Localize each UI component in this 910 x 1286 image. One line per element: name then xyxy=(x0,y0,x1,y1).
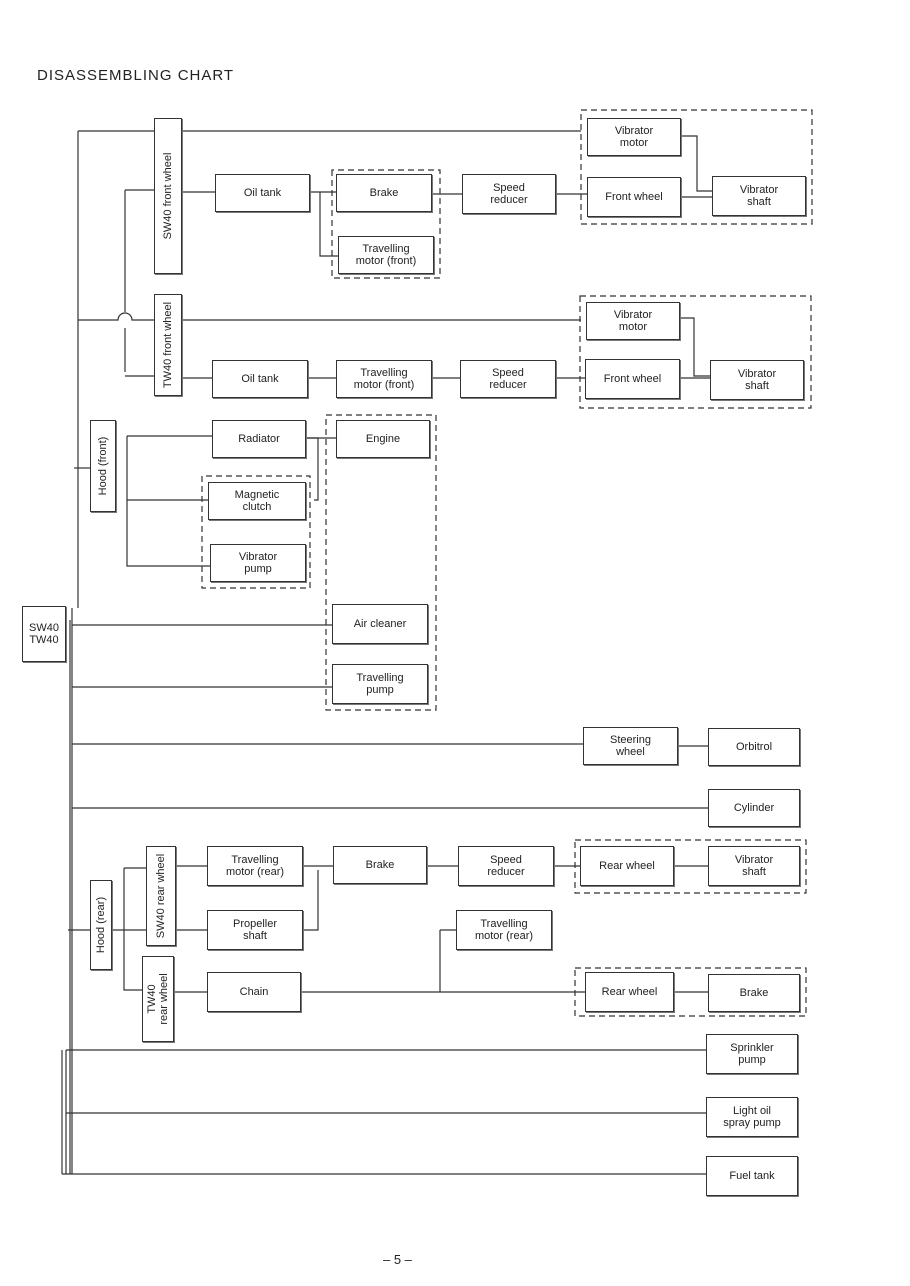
sw40-rear-speed-reducer: Speed reducer xyxy=(458,846,554,886)
tw40-front-vibrator-shaft: Vibrator shaft xyxy=(710,360,804,400)
tw40-front-oil-tank: Oil tank xyxy=(212,360,308,398)
group-sw40-front-wheel-label: SW40 front wheel xyxy=(162,152,174,240)
sw40-front-vibrator-shaft: Vibrator shaft xyxy=(712,176,806,216)
orbitrol: Orbitrol xyxy=(708,728,800,766)
sw40-rear-brake: Brake xyxy=(333,846,427,884)
steering-wheel: Steering wheel xyxy=(583,727,678,765)
group-hood-front: Hood (front) xyxy=(90,420,116,512)
tw40-front-travelling-motor: Travelling motor (front) xyxy=(336,360,432,398)
group-sw40-rear-wheel-label: SW40 rear wheel xyxy=(155,853,167,939)
tw40-rear-travelling-motor: Travelling motor (rear) xyxy=(456,910,552,950)
air-cleaner: Air cleaner xyxy=(332,604,428,644)
engine: Engine xyxy=(336,420,430,458)
tw40-front-speed-reducer: Speed reducer xyxy=(460,360,556,398)
sw40-front-travelling-motor: Travelling motor (front) xyxy=(338,236,434,274)
cylinder: Cylinder xyxy=(708,789,800,827)
sw40-rear-rear-wheel: Rear wheel xyxy=(580,846,674,886)
tw40-rear-rear-wheel: Rear wheel xyxy=(585,972,674,1012)
sw40-front-oil-tank: Oil tank xyxy=(215,174,310,212)
travelling-pump: Travelling pump xyxy=(332,664,428,704)
root-sw40-tw40: SW40 TW40 xyxy=(22,606,66,662)
light-oil-spray-pump: Light oil spray pump xyxy=(706,1097,798,1137)
group-hood-rear-label: Hood (rear) xyxy=(95,896,107,954)
page-number: – 5 – xyxy=(383,1252,412,1267)
group-sw40-rear-wheel: SW40 rear wheel xyxy=(146,846,176,946)
fuel-tank: Fuel tank xyxy=(706,1156,798,1196)
sw40-front-front-wheel: Front wheel xyxy=(587,177,681,217)
group-tw40-front-wheel-label: TW40 front wheel xyxy=(162,301,174,389)
sw40-rear-travelling-motor: Travelling motor (rear) xyxy=(207,846,303,886)
group-sw40-front-wheel: SW40 front wheel xyxy=(154,118,182,274)
group-tw40-front-wheel: TW40 front wheel xyxy=(154,294,182,396)
page-title: DISASSEMBLING CHART xyxy=(37,67,235,84)
group-hood-rear: Hood (rear) xyxy=(90,880,112,970)
sprinkler-pump: Sprinkler pump xyxy=(706,1034,798,1074)
propeller-shaft: Propeller shaft xyxy=(207,910,303,950)
sw40-rear-vibrator-shaft: Vibrator shaft xyxy=(708,846,800,886)
group-hood-front-label: Hood (front) xyxy=(97,436,109,496)
vibrator-pump: Vibrator pump xyxy=(210,544,306,582)
group-tw40-rear-wheel: TW40 rear wheel xyxy=(142,956,174,1042)
root-sw40-label: SW40 xyxy=(29,622,59,634)
sw40-front-speed-reducer: Speed reducer xyxy=(462,174,556,214)
sw40-front-vibrator-motor: Vibrator motor xyxy=(587,118,681,156)
sw40-front-brake: Brake xyxy=(336,174,432,212)
chain: Chain xyxy=(207,972,301,1012)
tw40-front-front-wheel: Front wheel xyxy=(585,359,680,399)
group-tw40-rear-wheel-label: TW40 rear wheel xyxy=(146,973,170,1025)
radiator: Radiator xyxy=(212,420,306,458)
tw40-front-vibrator-motor: Vibrator motor xyxy=(586,302,680,340)
magnetic-clutch: Magnetic clutch xyxy=(208,482,306,520)
root-tw40-label: TW40 xyxy=(29,634,59,646)
tw40-rear-brake: Brake xyxy=(708,974,800,1012)
